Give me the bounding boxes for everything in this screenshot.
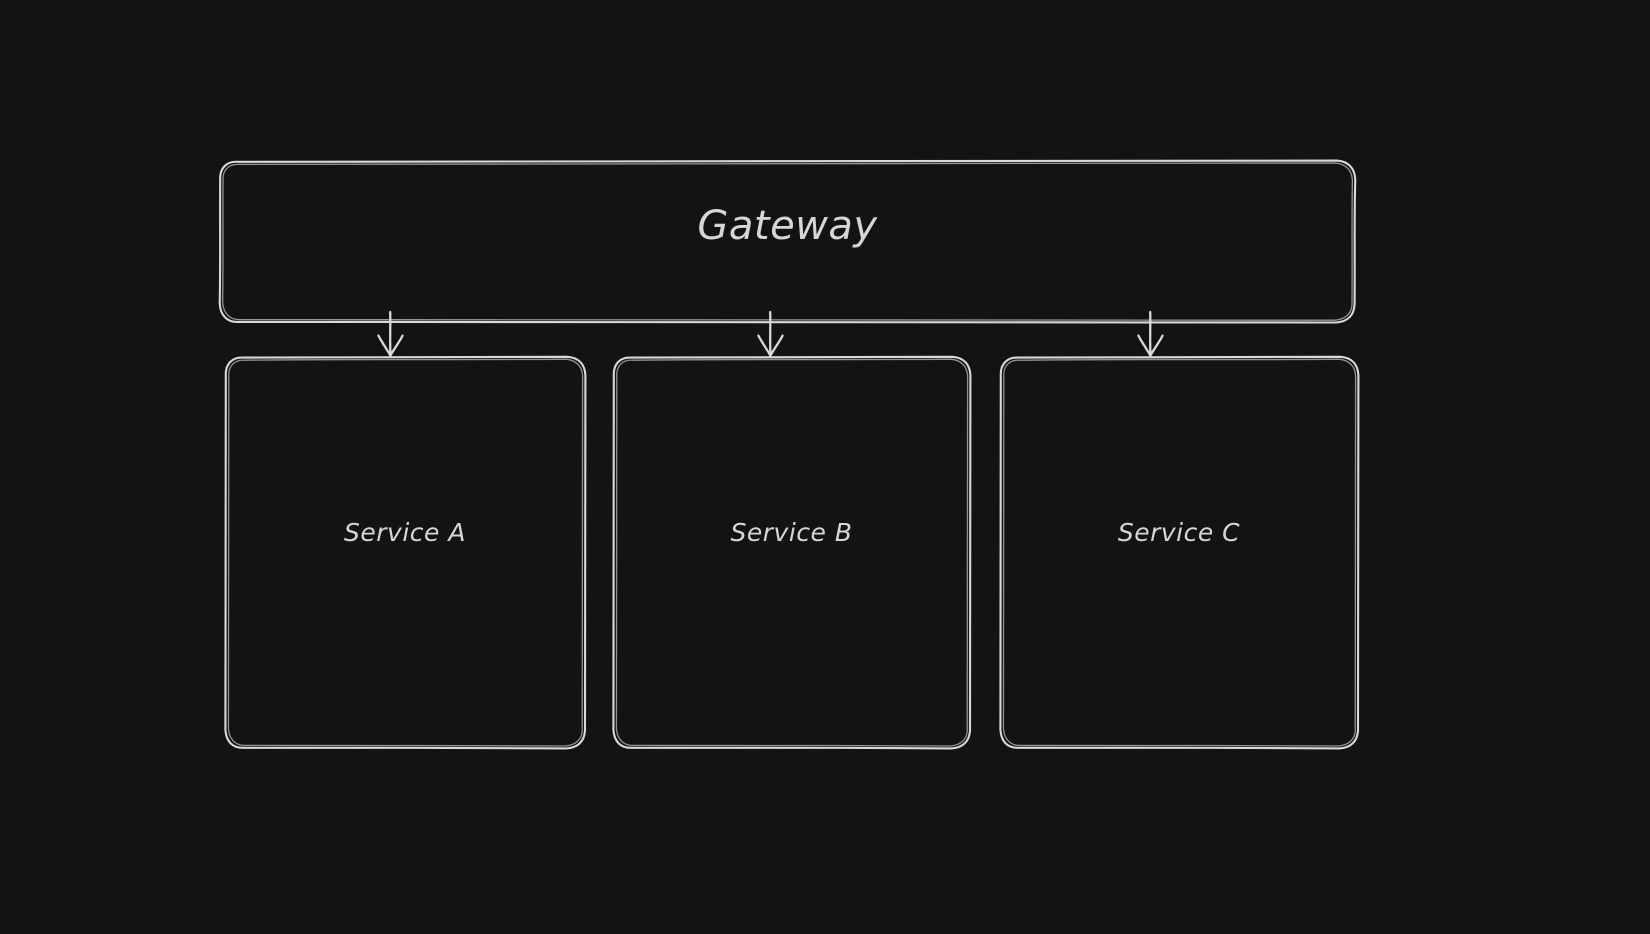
node-gateway[interactable]	[218, 159, 1357, 324]
gateway-outline-stroke-1	[218, 159, 1357, 324]
arrowhead-left-barb	[757, 334, 772, 357]
service-c-outline-stroke-2	[1002, 358, 1357, 747]
arrowhead-right-barb	[1149, 334, 1164, 357]
service-a-outline-stroke-1	[224, 355, 587, 750]
node-service-c[interactable]	[999, 355, 1360, 750]
arrowhead-left-barb	[1137, 334, 1152, 357]
edge-gateway-service-a[interactable]	[377, 310, 404, 357]
service-a-outline-stroke-2	[227, 358, 584, 747]
service-b-outline-stroke-2	[615, 358, 969, 747]
edge-gateway-service-b[interactable]	[757, 310, 784, 357]
node-service-a[interactable]	[224, 355, 587, 750]
arrowhead-right-barb	[389, 334, 404, 357]
service-c-outline-stroke-1	[999, 355, 1360, 750]
arrowhead-left-barb	[377, 334, 392, 357]
edge-gateway-service-c[interactable]	[1137, 310, 1164, 357]
arrowhead-right-barb	[769, 334, 784, 357]
service-b-outline-stroke-1	[612, 355, 972, 750]
node-service-b[interactable]	[612, 355, 972, 750]
gateway-outline-stroke-2	[221, 162, 1354, 321]
